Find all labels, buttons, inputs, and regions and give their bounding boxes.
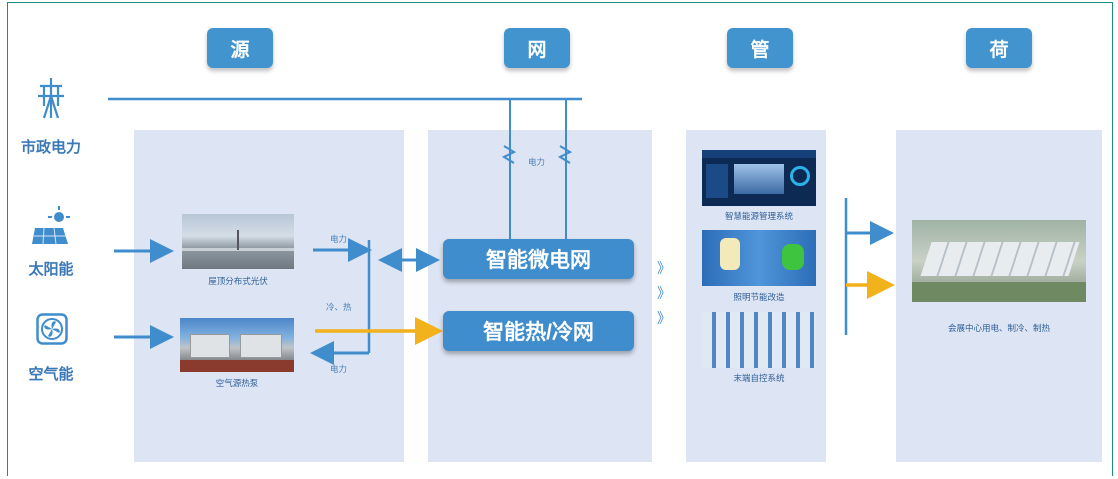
source-panel — [134, 130, 404, 462]
diagram-frame — [7, 2, 1113, 476]
grid-power-label: 电力 — [528, 157, 546, 167]
terminal-control-image — [702, 312, 816, 368]
load-caption: 会展中心用电、制冷、制热 — [947, 323, 1050, 333]
rooftop-pv-image — [182, 214, 294, 269]
manage-item-2-caption: 照明节能改造 — [733, 292, 785, 302]
header-grid: 网 — [504, 28, 570, 68]
solar-panel-icon — [32, 206, 72, 246]
lighting-retrofit-image — [702, 230, 816, 286]
power-in-label: 电力 — [330, 364, 348, 374]
manage-item-1-caption: 智慧能源管理系统 — [724, 211, 793, 221]
power-tower-icon — [36, 76, 66, 120]
exhibition-center-image — [912, 220, 1086, 302]
chevron-icon: 》 — [657, 260, 671, 276]
grid-panel — [428, 130, 652, 462]
heat-pump-image — [180, 318, 294, 372]
air-fan-icon — [36, 313, 68, 345]
chevron-icon: 》 — [657, 285, 671, 301]
energy-management-screen-image — [702, 150, 816, 206]
smart-thermal-grid-box: 智能热/冷网 — [443, 311, 634, 351]
pv-caption: 屋顶分布式光伏 — [208, 276, 268, 286]
source-solar-label: 太阳能 — [28, 261, 74, 278]
smart-microgrid-box: 智能微电网 — [443, 239, 634, 279]
manage-item-3-caption: 末端自控系统 — [733, 373, 785, 383]
source-municipal-label: 市政电力 — [20, 139, 81, 156]
header-source: 源 — [207, 28, 273, 68]
source-air-label: 空气能 — [28, 366, 74, 383]
header-load: 荷 — [966, 28, 1032, 68]
header-manage: 管 — [727, 28, 793, 68]
power-out-label: 电力 — [330, 234, 348, 244]
cold-heat-label: 冷、热 — [326, 302, 352, 312]
heat-pump-caption: 空气源热泵 — [215, 378, 259, 388]
chevron-icon: 》 — [657, 310, 671, 326]
